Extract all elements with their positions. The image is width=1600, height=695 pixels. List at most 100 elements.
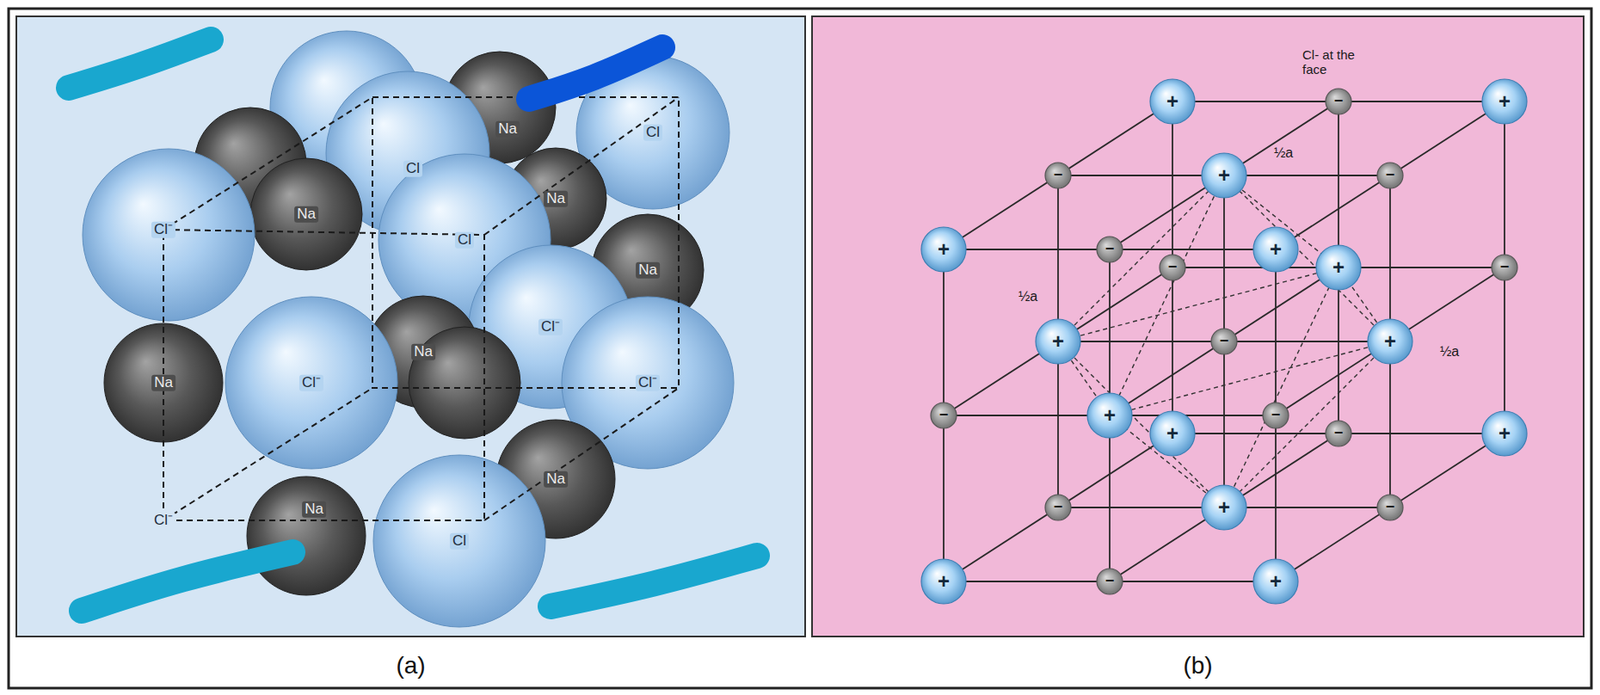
octahedron-dashed bbox=[1224, 175, 1391, 342]
cation-ball bbox=[1367, 319, 1413, 364]
ion-charge: − bbox=[1051, 166, 1066, 185]
ion-charge: + bbox=[1163, 422, 1182, 445]
octahedron-dashed bbox=[1058, 175, 1225, 342]
anion-ball bbox=[1096, 568, 1123, 595]
octahedron-dashed bbox=[1058, 341, 1225, 508]
anion-ball bbox=[1159, 254, 1186, 281]
ion-charge: + bbox=[1101, 404, 1119, 427]
panel-background bbox=[811, 15, 1585, 638]
ion-charge: + bbox=[1049, 330, 1067, 353]
cation-ball bbox=[1150, 411, 1195, 456]
marker-scribble bbox=[550, 555, 757, 607]
unit-cell-dashed bbox=[163, 97, 373, 230]
ion-label: Na bbox=[495, 121, 520, 138]
unit-cell-dashed bbox=[163, 229, 485, 521]
anion-ball bbox=[930, 402, 957, 429]
ion-charge: − bbox=[1383, 166, 1398, 185]
sodium-sphere bbox=[408, 326, 521, 439]
unit-cell-dashed bbox=[372, 97, 679, 388]
ion-charge: + bbox=[1163, 90, 1182, 113]
cation-ball bbox=[1201, 153, 1247, 198]
ion-label: Cl bbox=[455, 232, 474, 249]
anion-ball bbox=[1096, 236, 1123, 263]
dimension-label: ½a bbox=[1271, 145, 1296, 161]
panel-background bbox=[15, 15, 807, 638]
ion-label: Na bbox=[543, 190, 568, 208]
anion-ball bbox=[1045, 494, 1071, 521]
cation-ball bbox=[1482, 79, 1527, 124]
ion-charge: − bbox=[1102, 240, 1118, 259]
ion-charge: + bbox=[1381, 330, 1399, 353]
anion-ball bbox=[1262, 402, 1289, 429]
ion-label: Cl⁻ bbox=[538, 319, 563, 336]
anion-ball bbox=[1491, 254, 1518, 281]
anion-ball bbox=[1377, 494, 1404, 521]
ion-charge: + bbox=[1267, 570, 1285, 593]
ion-label: Cl⁻ bbox=[151, 221, 176, 239]
lattice-model bbox=[921, 79, 1527, 604]
chloride-sphere bbox=[82, 148, 255, 321]
panel-caption: (a) bbox=[17, 652, 805, 680]
ion-label: Cl⁻ bbox=[151, 512, 176, 530]
lattice-line bbox=[1275, 267, 1505, 416]
dimension-label: ½a bbox=[1015, 289, 1040, 305]
figure-panel: (a) bbox=[15, 15, 807, 638]
cation-ball bbox=[1253, 227, 1299, 272]
cation-ball bbox=[1316, 245, 1361, 290]
anion-ball bbox=[1325, 420, 1352, 447]
ion-label: Cl⁻ bbox=[635, 375, 660, 392]
panel-caption: (b) bbox=[812, 652, 1583, 680]
ion-charge: − bbox=[936, 406, 952, 425]
octahedron-dashed bbox=[1109, 341, 1391, 416]
ion-charge: + bbox=[935, 238, 953, 261]
octahedron-dashed bbox=[1109, 175, 1225, 416]
unit-cell-dashed bbox=[484, 387, 679, 521]
marker-scribble bbox=[529, 47, 663, 99]
ion-charge: + bbox=[935, 570, 953, 593]
ion-label: Na bbox=[301, 501, 327, 518]
ion-charge: − bbox=[1331, 92, 1347, 111]
unit-cell-dashed bbox=[163, 387, 373, 521]
ion-label: Na bbox=[543, 471, 568, 488]
unit-cell-dashed bbox=[484, 97, 679, 235]
lattice-line bbox=[1109, 267, 1339, 416]
ion-label: Cl bbox=[449, 533, 469, 550]
cation-ball bbox=[1150, 79, 1195, 124]
ion-charge: − bbox=[1102, 572, 1118, 591]
cation-ball bbox=[1087, 393, 1133, 438]
anion-ball bbox=[1211, 328, 1237, 355]
anion-ball bbox=[1325, 88, 1352, 115]
figure-frame bbox=[8, 8, 1592, 689]
ion-label: Na bbox=[411, 344, 436, 361]
anion-ball bbox=[1045, 162, 1071, 189]
ion-charge: − bbox=[1497, 258, 1513, 277]
ion-charge: + bbox=[1329, 256, 1348, 279]
ion-label: Cl⁻ bbox=[299, 375, 324, 392]
ion-charge: − bbox=[1383, 498, 1398, 517]
dimension-label: ½a bbox=[1437, 344, 1462, 360]
lattice-line bbox=[1275, 101, 1505, 250]
octahedron-dashed bbox=[1058, 267, 1339, 342]
ion-charge: + bbox=[1267, 238, 1285, 261]
sodium-sphere bbox=[246, 476, 366, 596]
cation-ball bbox=[921, 559, 967, 604]
ion-charge: + bbox=[1495, 90, 1514, 113]
cation-ball bbox=[1201, 485, 1247, 530]
ion-label: Cl bbox=[643, 124, 663, 142]
ion-charge: − bbox=[1331, 424, 1347, 443]
ion-charge: − bbox=[1051, 498, 1066, 517]
ion-label: Na bbox=[635, 262, 660, 279]
ion-label: Cl bbox=[403, 160, 423, 178]
annotation-label: Cl- at the face bbox=[1299, 48, 1359, 77]
ion-label: Na bbox=[294, 206, 319, 223]
cation-ball bbox=[921, 227, 967, 272]
octahedron-dashed bbox=[1224, 341, 1391, 508]
marker-scribble bbox=[81, 552, 293, 611]
ion-charge: + bbox=[1495, 422, 1514, 445]
space-filling-model bbox=[68, 30, 757, 628]
ion-label: Na bbox=[151, 375, 176, 392]
cation-ball bbox=[1035, 319, 1081, 364]
chloride-sphere bbox=[373, 455, 546, 628]
cation-ball bbox=[1482, 411, 1527, 456]
